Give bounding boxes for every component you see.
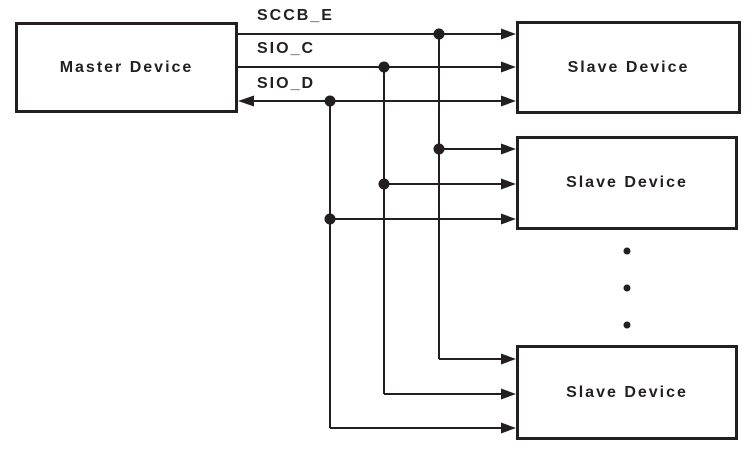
arrowhead-right-icon [501,28,516,40]
sio-c-net [238,61,516,400]
arrowhead-right-icon [501,213,516,225]
slave-device-label: Slave Device [566,383,688,401]
junction-dot [433,28,445,40]
junction-dot [324,95,336,107]
master-device-box: Master Device [15,22,238,113]
master-device-label: Master Device [59,58,194,76]
signal-label-sio-d: SIO_D [257,75,316,92]
arrowhead-right-icon [501,353,516,365]
ellipsis-dot [623,284,631,292]
more-slaves-ellipsis [623,247,631,329]
slave-device-label: Slave Device [566,174,688,191]
junction-dot [378,178,390,190]
arrowhead-right-icon [501,178,516,190]
signal-label-sio-c: SIO_C [257,40,316,57]
slave-device-box-1: Slave Device [516,21,741,114]
arrowhead-right-icon [501,95,516,107]
arrowhead-right-icon [501,61,516,73]
ellipsis-dot [623,321,631,329]
ellipsis-dot [623,247,631,255]
junction-dot [378,61,390,73]
arrowhead-right-icon [501,388,516,400]
signal-label-sccb-e: SCCB_E [257,7,334,24]
slave-device-label: Slave Device [567,58,690,76]
arrowhead-right-icon [501,422,516,434]
arrowhead-right-icon [501,143,516,155]
sio-d-net [238,95,516,434]
junction-dot [324,213,336,225]
slave-device-box-3: Slave Device [516,345,738,440]
arrowhead-left-icon [238,95,254,107]
sccb-e-net [238,28,516,365]
slave-device-box-2: Slave Device [516,136,738,230]
junction-dot [433,143,445,155]
